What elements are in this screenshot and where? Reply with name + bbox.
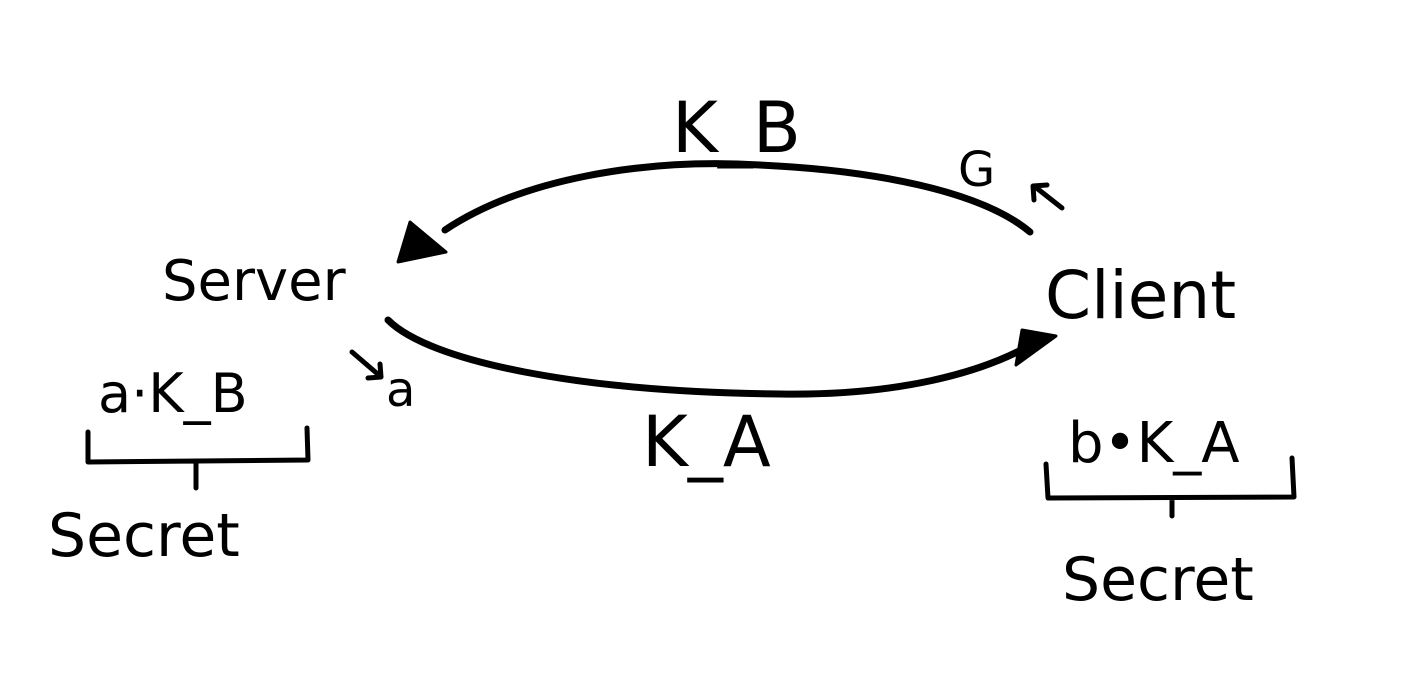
client-secret-caption: Secret — [1062, 545, 1254, 615]
server-small-label: a — [386, 362, 415, 418]
arrow-client-to-server — [441, 160, 1034, 236]
server-label: Server — [162, 249, 347, 314]
client-secret-expression: b•K_A — [1068, 411, 1240, 476]
server-secret-brace — [85, 425, 311, 491]
server-secret-expression: a·K_B — [98, 362, 248, 425]
client-small-label: G — [958, 142, 995, 198]
arrow-server-to-client — [384, 316, 1029, 398]
small-arrow-a — [349, 349, 384, 381]
arrowhead-client — [1014, 328, 1058, 367]
client-label: Client — [1045, 257, 1236, 334]
top-edge-label: K_B — [672, 87, 801, 169]
bottom-edge-label: K_A — [642, 401, 771, 483]
small-arrow-g — [1030, 182, 1065, 211]
client-secret-brace — [1043, 455, 1297, 519]
server-secret-caption: Secret — [48, 501, 240, 571]
arrowhead-server — [396, 220, 448, 264]
